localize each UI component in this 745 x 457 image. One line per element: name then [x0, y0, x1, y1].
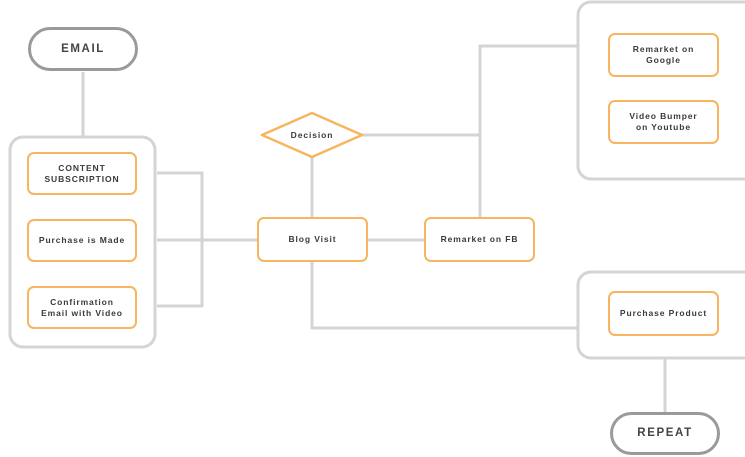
remarket-group-container — [576, 0, 745, 181]
decision-label: Decision — [290, 129, 334, 140]
purchase-made-label: Purchase is Made — [38, 235, 126, 246]
purchase-made-node: Purchase is Made — [27, 219, 137, 262]
connector-fb-to-remarket-group — [478, 44, 578, 218]
video-bumper-label: Video Bumper on Youtube — [629, 111, 698, 132]
remarket-fb-node: Remarket on FB — [424, 217, 535, 262]
content-subscription-node: CONTENT SUBSCRIPTION — [27, 152, 137, 195]
video-bumper-node: Video Bumper on Youtube — [608, 100, 719, 144]
repeat-label: REPEAT — [637, 427, 693, 440]
purchase-product-label: Purchase Product — [619, 308, 708, 319]
connector-blog-to-purchase-group — [310, 262, 578, 330]
confirmation-email-label: Confirmation Email with Video — [41, 296, 123, 318]
content-subscription-label: CONTENT SUBSCRIPTION — [44, 162, 120, 184]
remarket-fb-label: Remarket on FB — [440, 234, 519, 245]
remarket-google-label: Remarket on Google — [632, 44, 695, 65]
blog-visit-node: Blog Visit — [257, 217, 368, 262]
blog-visit-label: Blog Visit — [288, 234, 337, 245]
repeat-node: REPEAT — [610, 412, 720, 455]
decision-diamond — [260, 111, 364, 159]
confirmation-email-node: Confirmation Email with Video — [27, 286, 137, 329]
decision-node: Decision — [272, 125, 352, 145]
purchase-product-node: Purchase Product — [608, 291, 719, 336]
remarket-google-node: Remarket on Google — [608, 33, 719, 77]
email-node: EMAIL — [28, 27, 138, 71]
email-label: EMAIL — [61, 42, 105, 55]
